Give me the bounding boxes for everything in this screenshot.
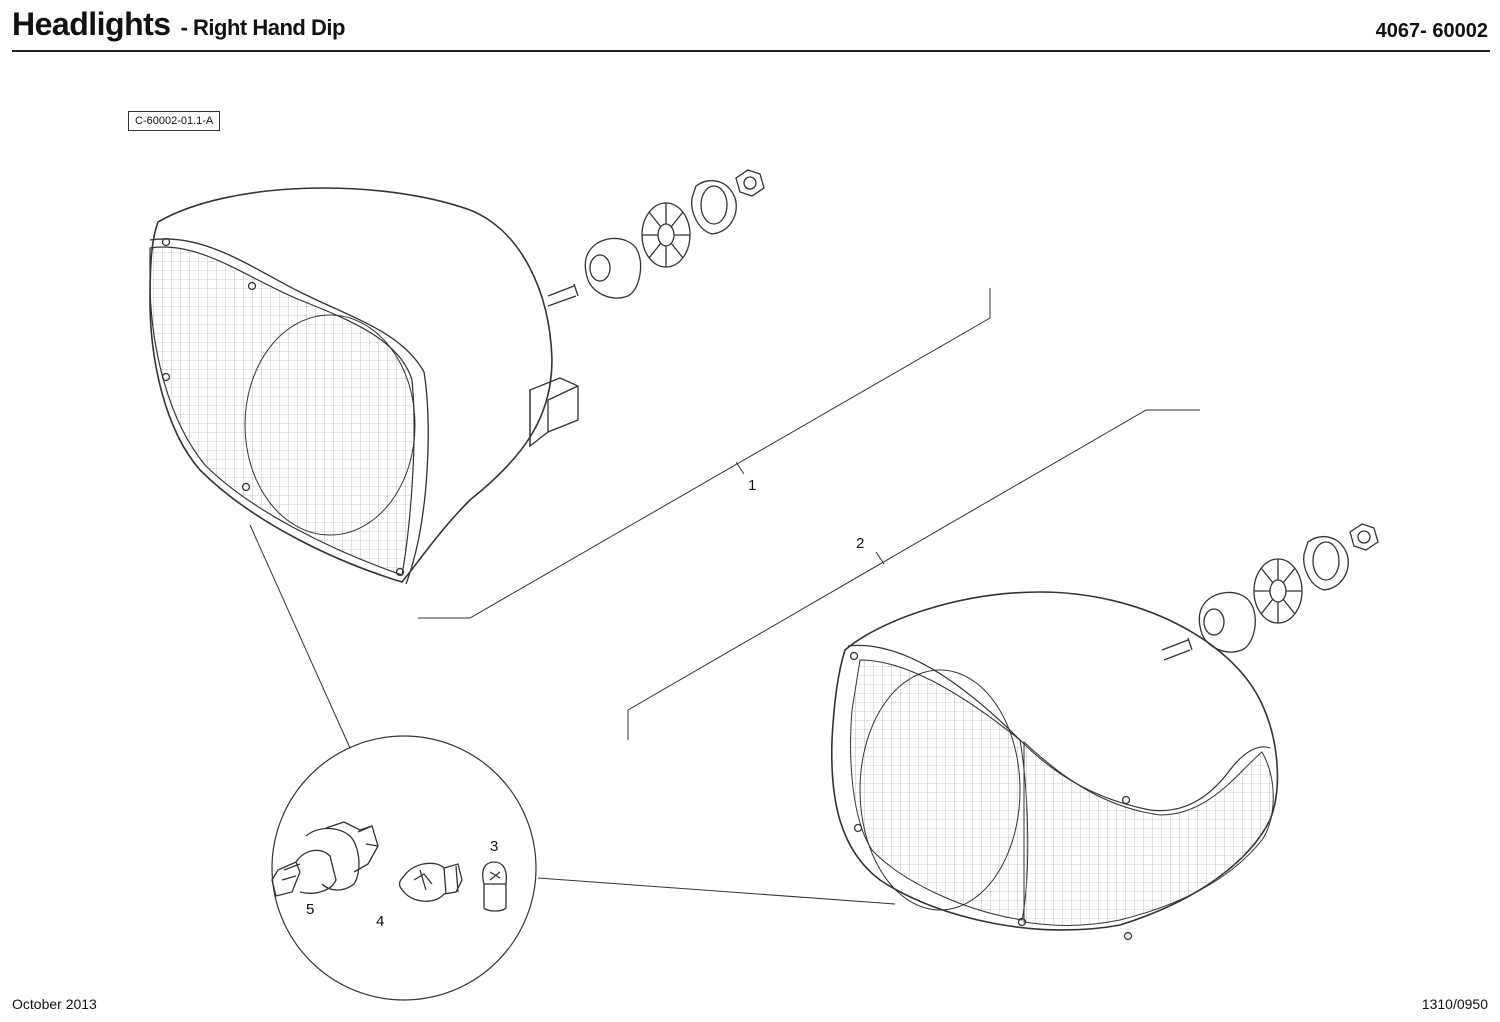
headlamp-1: [149, 169, 765, 585]
h4-bulb: [271, 821, 379, 897]
callout-1: 1: [748, 477, 757, 494]
callout-2: 2: [856, 535, 865, 552]
capless-bulb: [482, 861, 508, 912]
footer-date: October 2013: [12, 996, 97, 1012]
footer-page-ref: 1310/0950: [1421, 996, 1488, 1012]
subtitle-text: - Right Hand Dip: [180, 15, 346, 40]
callout-5: 5: [306, 901, 315, 918]
page-header: Headlights - Right Hand Dip 4067- 60002: [12, 4, 1490, 52]
leader-lines: [249, 288, 1200, 905]
drawing-reference: C-60002-01.1-A: [128, 111, 221, 131]
title-text: Headlights: [12, 6, 171, 42]
bulb-detail-view: [271, 735, 537, 1001]
callout-4: 4: [376, 913, 385, 930]
bayonet-bulb: [398, 862, 463, 902]
page-title: Headlights - Right Hand Dip: [12, 6, 345, 43]
headlamp-2: [830, 523, 1379, 941]
part-code: 4067- 60002: [1375, 20, 1488, 42]
callout-3: 3: [490, 838, 499, 855]
